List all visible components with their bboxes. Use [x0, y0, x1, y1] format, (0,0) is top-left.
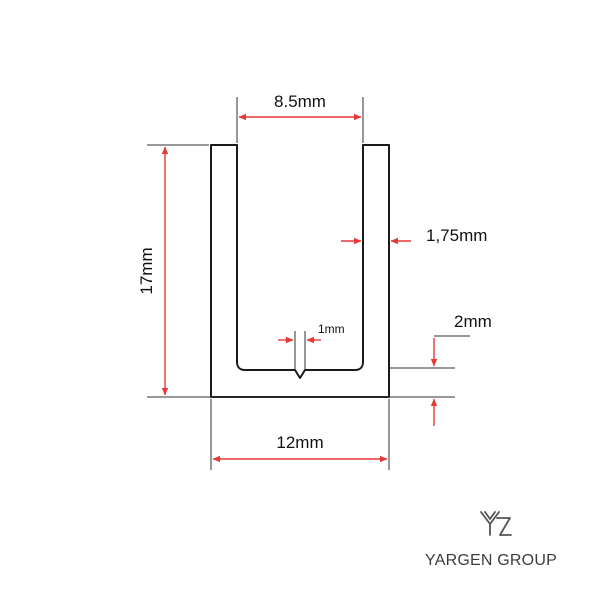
label-base-thickness: 2mm	[454, 312, 492, 331]
brand-name: YARGEN GROUP	[425, 552, 557, 569]
extension-lines	[147, 97, 470, 470]
label-outer-width: 12mm	[276, 433, 323, 452]
label-groove-width: 1mm	[318, 322, 345, 336]
u-profile-outline	[210, 144, 390, 398]
label-height: 17mm	[137, 247, 156, 294]
label-inner-width: 8.5mm	[274, 92, 326, 111]
dimension-lines	[161, 113, 438, 463]
label-wall-thickness: 1,75mm	[426, 226, 487, 245]
yargen-logo-icon	[480, 511, 512, 536]
